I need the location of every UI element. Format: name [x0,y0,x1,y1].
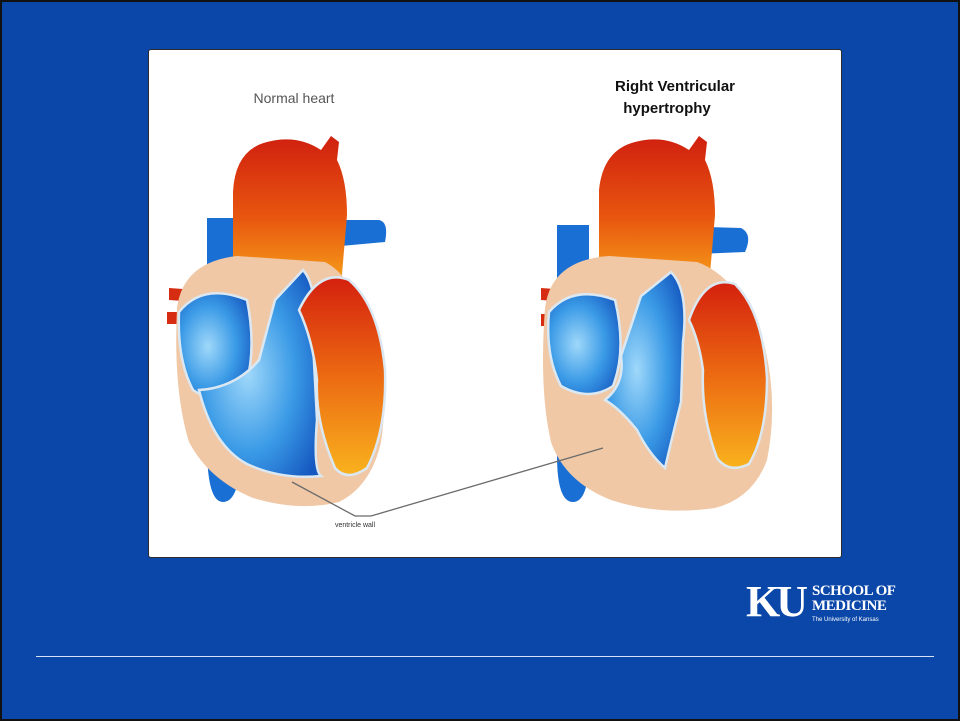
heart-diagram: Normal heart Right Ventricular hypertrop… [149,50,841,557]
ku-school-of-medicine-logo: KU SCHOOL OF MEDICINE The University of … [746,582,936,638]
hypertrophy-heart [541,136,772,511]
annotation-label: ventricle wall [335,522,376,529]
right-title-line2: hypertrophy [623,100,711,117]
normal-heart [167,136,386,506]
logo-line1: SCHOOL OF [812,584,895,599]
logo-line2: MEDICINE [812,599,886,614]
heart-comparison-figure: Normal heart Right Ventricular hypertrop… [148,49,842,558]
logo-mark: KU [746,576,804,627]
rvh-right-atrium [548,294,620,394]
left-title: Normal heart [254,90,335,106]
logo-line3: The University of Kansas [812,617,879,623]
footer-divider [36,656,934,657]
right-title-line1: Right Ventricular [615,78,735,95]
